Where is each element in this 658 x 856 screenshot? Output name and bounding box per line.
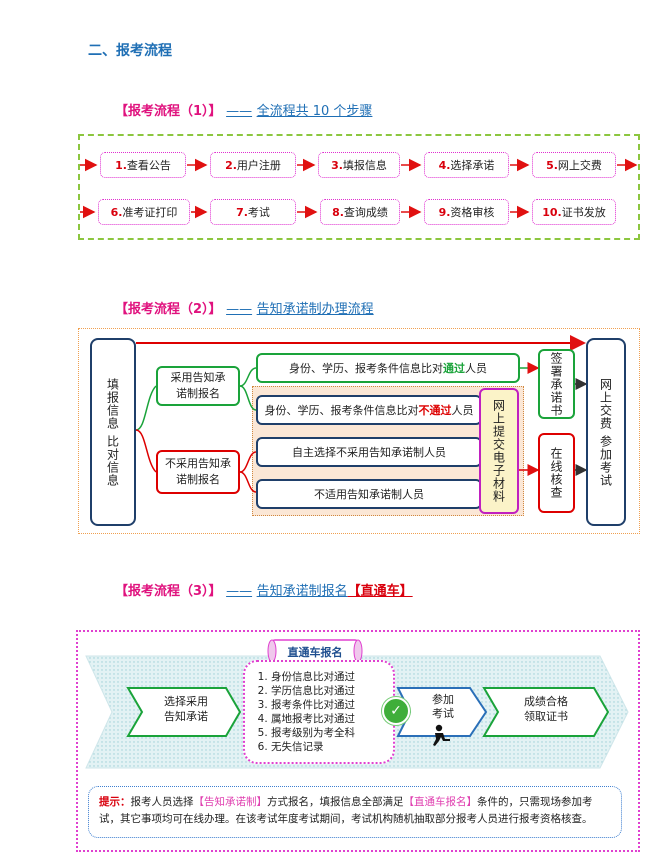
tip-direct-term: 【直通车报名】 (403, 796, 478, 808)
condition-item: 无失信记录 (271, 740, 393, 754)
compare-pass-text: 身份、学历、报考条件信息比对 (289, 362, 443, 375)
condition-item: 报考级别为考全科 (271, 726, 393, 740)
step-8-num: 8. (332, 205, 344, 219)
flow3-subtitle: 告知承诺制报名 (256, 584, 348, 599)
step-5: 5.网上交费 (532, 152, 616, 178)
step-5-num: 5. (546, 158, 558, 172)
step-1-label: 查看公告 (126, 159, 171, 172)
step-3-num: 3. (331, 158, 343, 172)
attend-exam-label: 参加 考试 (432, 693, 454, 720)
flow3-subtitle-red: 【直通车】 (347, 584, 413, 599)
flow1-prefix: 【报考流程（1）】 (115, 104, 222, 119)
adopt-notify-box: 采用告知承诺制报名 (156, 366, 240, 406)
flow1-subtitle: 全流程共 10 个步骤 (256, 104, 373, 119)
compare-pass-box: 身份、学历、报考条件信息比对通过人员 (256, 353, 520, 383)
step-7-label: 考试 (247, 206, 270, 219)
step-6: 6.准考证打印 (98, 199, 190, 225)
flow3-frame (76, 630, 640, 852)
step-2-label: 用户注册 (236, 159, 281, 172)
step-2-num: 2. (225, 158, 237, 172)
step-8: 8.查询成绩 (320, 199, 400, 225)
step-5-label: 网上交费 (557, 159, 602, 172)
tip-text-c: 方式报名，填报信息全部满足 (267, 796, 404, 808)
step-9-num: 9. (438, 205, 451, 219)
step-2: 2.用户注册 (210, 152, 296, 178)
step-9-label: 资格审核 (450, 206, 495, 219)
compare-fail-box: 身份、学历、报考条件信息比对不通过人员 (256, 395, 482, 425)
pass-get-certificate-label: 成绩合格 领取证书 (524, 695, 568, 723)
conditions-list: 身份信息比对通过 学历信息比对通过 报考条件比对通过 属地报考比对通过 报考级别… (245, 670, 393, 754)
tip-text-a: 报考人员选择 (130, 796, 194, 808)
condition-item: 属地报考比对通过 (271, 712, 393, 726)
step-4: 4.选择承诺 (424, 152, 509, 178)
tip-box: 提示：报考人员选择【告知承诺制】方式报名，填报信息全部满足【直通车报名】条件的，… (88, 786, 622, 838)
flow2-frame (78, 328, 640, 534)
step-3: 3.填报信息 (318, 152, 400, 178)
flow2-prefix: 【报考流程（2）】 (115, 302, 222, 317)
pay-and-exam-box: 网上交费 参加考试 (586, 338, 626, 526)
not-applicable-box: 不适用告知承诺制人员 (256, 479, 482, 509)
online-check-box: 在线核查 (538, 433, 575, 513)
sign-commitment-box: 签署承诺书 (538, 349, 575, 419)
flow2-subtitle: 告知承诺制办理流程 (256, 302, 374, 317)
step-6-num: 6. (110, 205, 123, 219)
flow1-frame (78, 134, 640, 240)
step-9: 9.资格审核 (424, 199, 509, 225)
compare-fail-suffix: 人员 (451, 404, 474, 417)
step-4-num: 4. (438, 158, 451, 172)
check-icon: ✓ (382, 697, 410, 725)
not-adopt-notify-box: 不采用告知承诺制报名 (156, 450, 240, 494)
condition-item: 学历信息比对通过 (271, 684, 393, 698)
step-7: 7.考试 (210, 199, 296, 225)
step-6-label: 准考证打印 (122, 206, 178, 219)
flow3-dash: —— (226, 584, 253, 599)
step-10-num: 10. (542, 205, 562, 219)
step-10: 10.证书发放 (532, 199, 616, 225)
step-10-label: 证书发放 (561, 206, 606, 219)
flow3-heading: 【报考流程（3）】 —— 告知承诺制报名【直通车】 (115, 580, 413, 599)
fill-info-box: 填报信息 比对信息 (90, 338, 136, 526)
tip-label: 提示： (99, 796, 131, 808)
conditions-list-box: 身份信息比对通过 学历信息比对通过 报考条件比对通过 属地报考比对通过 报考级别… (243, 660, 395, 764)
examinee-icon (433, 724, 450, 746)
flow1-dash: —— (226, 104, 253, 119)
step-1: 1.查看公告 (100, 152, 186, 178)
condition-item: 报考条件比对通过 (271, 698, 393, 712)
flow2-dash: —— (226, 302, 253, 317)
compare-pass-key: 通过 (443, 362, 465, 375)
flow3-prefix: 【报考流程（3）】 (115, 584, 222, 599)
section-title: 二、报考流程 (88, 43, 172, 59)
step-1-num: 1. (115, 158, 127, 172)
direct-banner-label: 直通车报名 (287, 646, 343, 659)
choose-commitment-label: 选择采用 告知承诺 (164, 695, 208, 723)
step-4-label: 选择承诺 (450, 159, 495, 172)
upload-materials-box: 网上提交电子材料 (479, 388, 519, 514)
flow2-heading: 【报考流程（2）】 —— 告知承诺制办理流程 (115, 298, 374, 317)
tip-text-e: 条件的，只需现场参加考试，其它事项均可在线办理。在该考试年度考试期间，考试机构随… (99, 796, 593, 825)
step-7-num: 7. (236, 205, 248, 219)
compare-pass-suffix: 人员 (465, 362, 487, 375)
compare-fail-text: 身份、学历、报考条件信息比对 (264, 404, 419, 417)
flow1-heading: 【报考流程（1）】 —— 全流程共 10 个步骤 (115, 100, 372, 119)
compare-fail-key: 不通过 (418, 404, 452, 417)
step-8-label: 查询成绩 (343, 206, 388, 219)
step-3-label: 填报信息 (342, 159, 387, 172)
condition-item: 身份信息比对通过 (271, 670, 393, 684)
self-choose-box: 自主选择不采用告知承诺制人员 (256, 437, 482, 467)
tip-notify-term: 【告知承诺制】 (193, 796, 268, 808)
